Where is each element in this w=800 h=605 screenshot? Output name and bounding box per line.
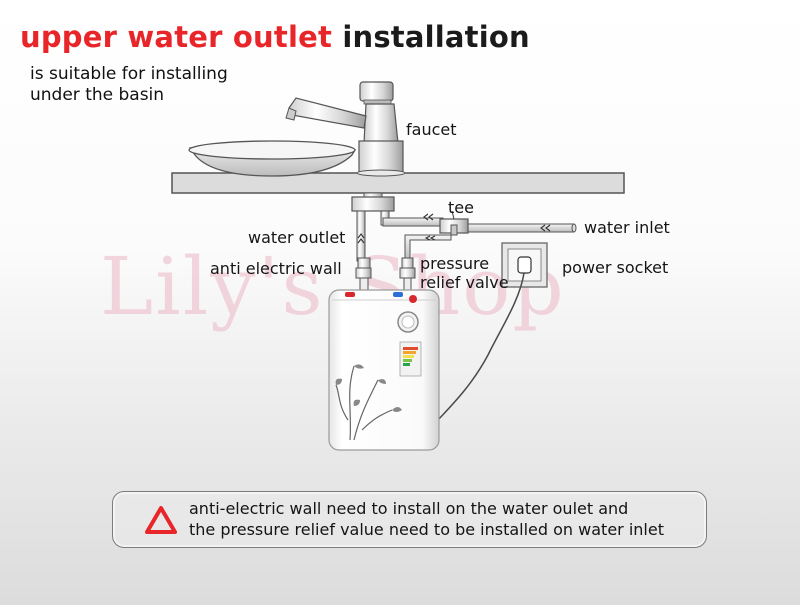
warning-line-2: the pressure relief value need to be ins… <box>189 520 664 539</box>
tee-fitting <box>439 218 469 236</box>
warning-text: anti-electric wall need to install on th… <box>189 498 664 540</box>
label-water-inlet: water inlet <box>584 218 670 237</box>
label-water-outlet: water outlet <box>248 228 346 247</box>
label-tee: tee <box>448 198 474 217</box>
power-cable <box>437 272 525 421</box>
title-highlight: upper water outlet <box>20 20 333 54</box>
label-faucet: faucet <box>406 120 457 139</box>
subtitle-line-2: under the basin <box>30 85 165 105</box>
pressure-relief-valve-fitting <box>399 257 416 293</box>
subtitle: is suitable for installing under the bas… <box>30 64 228 106</box>
title-rest: installation <box>342 20 530 54</box>
under-counter-fittings <box>351 192 395 262</box>
warning-notice: anti-electric wall need to install on th… <box>112 491 707 548</box>
basin <box>188 140 357 177</box>
label-pressure-relief-valve-2: relief valve <box>420 273 509 292</box>
label-anti-electric-wall: anti electric wall <box>210 259 342 278</box>
countertop <box>171 172 625 194</box>
label-power-socket: power socket <box>562 258 669 277</box>
label-pressure-relief-valve-1: pressure <box>420 254 490 273</box>
subtitle-line-1: is suitable for installing <box>30 64 228 84</box>
water-heater <box>328 289 440 451</box>
page-title: upper water outlet installation <box>20 20 530 54</box>
faucet <box>285 81 406 177</box>
warning-triangle-icon <box>145 506 177 534</box>
water-inlet-pipe <box>465 223 577 233</box>
flow-arrows <box>357 213 551 244</box>
callout-lines <box>451 210 455 220</box>
faucet-to-tee-pipe <box>382 217 444 227</box>
power-socket <box>501 242 548 288</box>
warning-line-1: anti-electric wall need to install on th… <box>189 499 629 518</box>
anti-electric-wall-fitting <box>355 257 372 293</box>
